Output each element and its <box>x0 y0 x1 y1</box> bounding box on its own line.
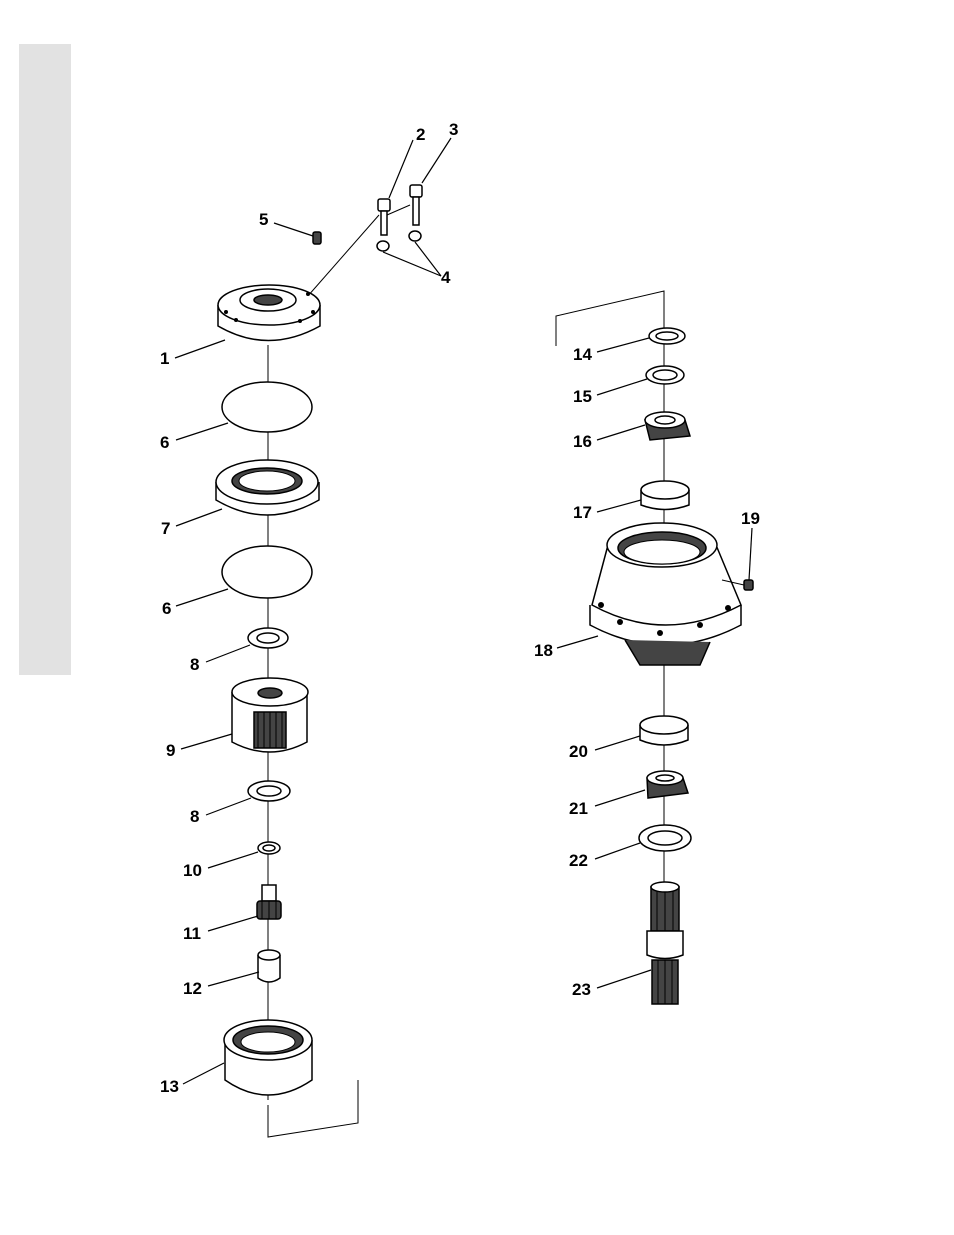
callout-16: 16 <box>573 432 592 451</box>
callout-17: 17 <box>573 503 592 522</box>
callout-18: 18 <box>534 641 553 660</box>
callout-12: 12 <box>183 979 202 998</box>
callout-13: 13 <box>160 1077 179 1096</box>
part-6-o-ring-upper <box>222 382 312 432</box>
callout-15: 15 <box>573 387 592 406</box>
part-17-bearing-cup <box>641 481 689 510</box>
callout-22: 22 <box>569 851 588 870</box>
callout-3: 3 <box>449 120 458 139</box>
callout-21: 21 <box>569 799 588 818</box>
callout-4: 4 <box>441 268 451 287</box>
callout-20: 20 <box>569 742 588 761</box>
part-16-bearing-cone <box>645 412 690 440</box>
part-20-bearing-cup <box>640 716 688 745</box>
callout-10: 10 <box>183 861 202 880</box>
part-22-seal <box>639 825 691 851</box>
part-1-cover <box>218 285 320 341</box>
part-15-spacer <box>646 366 684 384</box>
callout-7: 7 <box>161 519 170 538</box>
part-7-ring-gear <box>216 460 319 515</box>
part-19-plug <box>744 580 753 590</box>
part-18-hub-housing <box>590 523 741 665</box>
callout-2: 2 <box>416 125 425 144</box>
part-9-planet-carrier <box>232 678 308 752</box>
callout-5: 5 <box>259 210 268 229</box>
callout-14: 14 <box>573 345 592 364</box>
part-13-drum <box>224 1020 312 1095</box>
part-11-sun-gear <box>257 885 281 919</box>
part-8-thrust-washer-lower <box>248 781 290 801</box>
callout-23: 23 <box>572 980 591 999</box>
part-8-thrust-washer-upper <box>248 628 288 648</box>
part-5-set-screw <box>313 232 321 244</box>
callout-19: 19 <box>741 509 760 528</box>
callout-8-lower: 8 <box>190 807 199 826</box>
part-21-bearing-cone <box>647 771 688 798</box>
callout-11: 11 <box>183 924 201 943</box>
part-2-bolt <box>378 199 390 235</box>
callout-8-upper: 8 <box>190 655 199 674</box>
callout-1: 1 <box>160 349 169 368</box>
part-10-washer <box>258 842 280 854</box>
callout-9: 9 <box>166 741 175 760</box>
part-14-snap-ring <box>649 328 685 344</box>
part-6-o-ring-lower <box>222 546 312 598</box>
part-12-pin <box>258 950 280 982</box>
callout-6-lower: 6 <box>162 599 171 618</box>
callout-6-upper: 6 <box>160 433 169 452</box>
part-3-bolt <box>410 185 422 225</box>
part-23-output-shaft <box>647 882 683 1004</box>
